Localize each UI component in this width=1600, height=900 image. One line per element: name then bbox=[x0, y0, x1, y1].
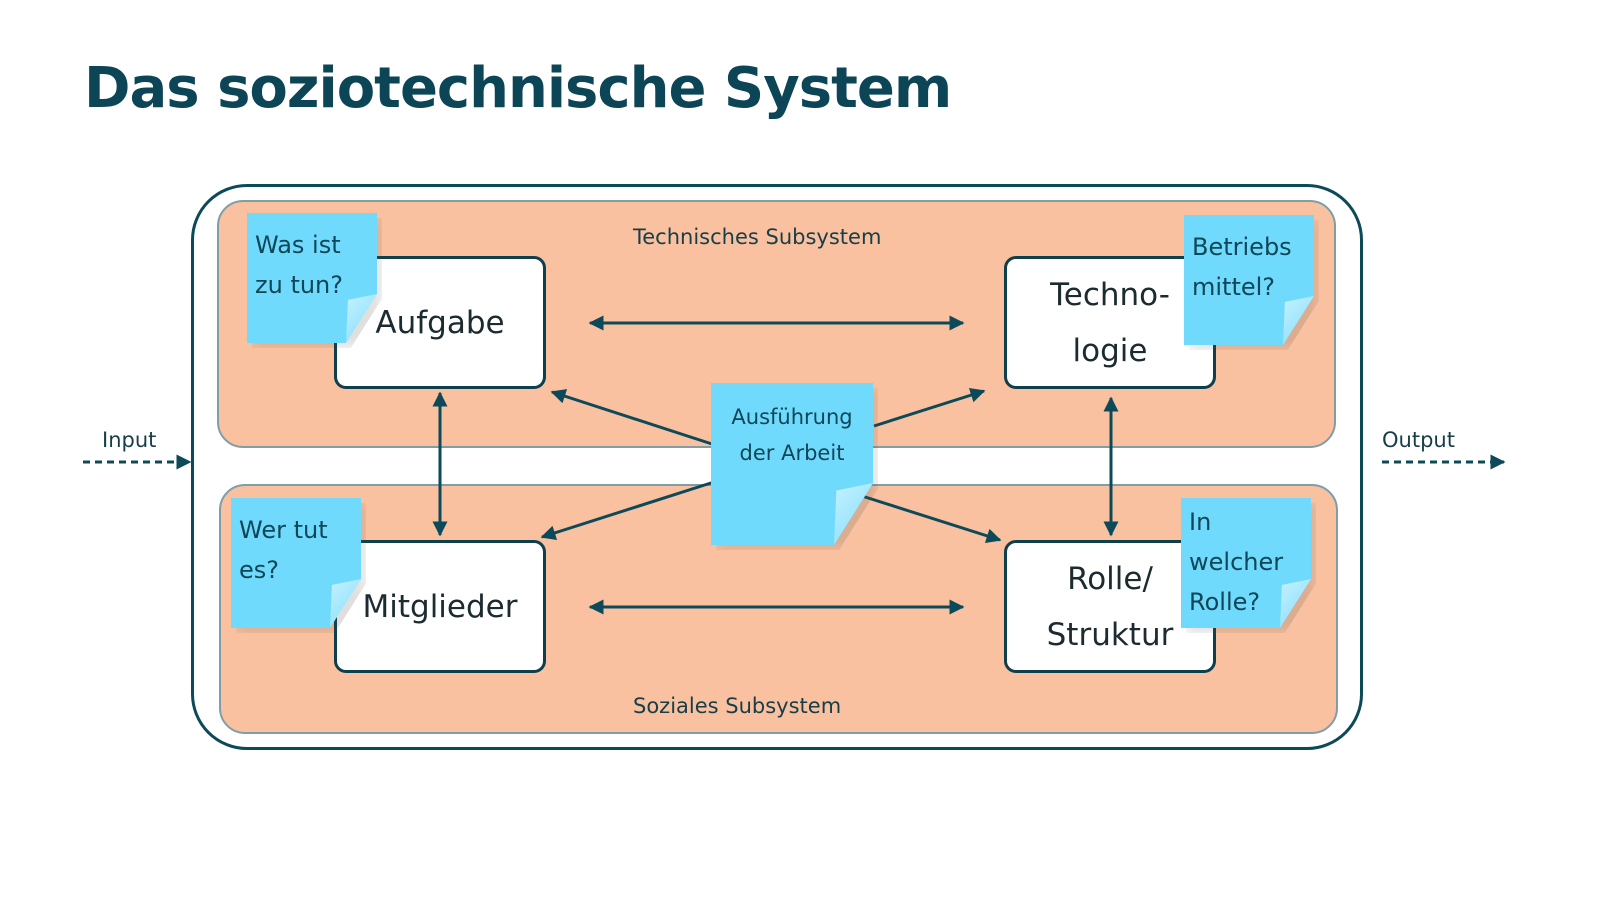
box-technologie-line: logie bbox=[1072, 332, 1148, 369]
sticky-note-was-ist-zu-tun: Was ist zu tun? bbox=[247, 213, 377, 343]
system-boundary bbox=[191, 184, 1363, 750]
note-line: Was ist bbox=[255, 231, 341, 259]
note-line: Betriebs bbox=[1192, 233, 1292, 261]
note-line: mittel? bbox=[1192, 273, 1276, 301]
note-line: es? bbox=[239, 556, 280, 584]
box-mitglieder-line: Mitglieder bbox=[362, 588, 518, 625]
technical-subsystem-label: Technisches Subsystem bbox=[633, 225, 882, 249]
page-title: Das soziotechnische System bbox=[84, 56, 952, 121]
note-line: Wer tut bbox=[239, 516, 328, 544]
box-mitglieder: Mitglieder bbox=[334, 540, 546, 673]
arrow-center-rolle bbox=[861, 494, 1002, 544]
box-technologie-line: Techno- bbox=[1050, 276, 1170, 313]
social-subsystem-label: Soziales Subsystem bbox=[633, 694, 842, 718]
box-aufgabe-line: Aufgabe bbox=[375, 304, 505, 341]
sticky-note-in-welcher-rolle: In welcher Rolle? bbox=[1181, 498, 1311, 628]
note-line: welcher bbox=[1189, 548, 1284, 576]
note-line: zu tun? bbox=[255, 271, 344, 299]
box-rolle-line: Rolle/ bbox=[1067, 560, 1153, 597]
arrow-center-mitglieder bbox=[540, 480, 715, 541]
note-line: In bbox=[1189, 508, 1212, 536]
input-label: Input bbox=[102, 428, 157, 452]
note-line: der Arbeit bbox=[739, 441, 845, 465]
box-rolle-line: Struktur bbox=[1046, 616, 1174, 653]
arrow-center-technologie bbox=[873, 387, 986, 428]
output-label: Output bbox=[1382, 428, 1455, 452]
box-technologie: Techno- logie bbox=[1004, 256, 1216, 389]
box-rolle-struktur: Rolle/ Struktur bbox=[1004, 540, 1216, 673]
note-line: Rolle? bbox=[1189, 588, 1261, 616]
note-line: Ausführung bbox=[731, 405, 853, 429]
arrow-center-aufgabe bbox=[550, 389, 713, 446]
